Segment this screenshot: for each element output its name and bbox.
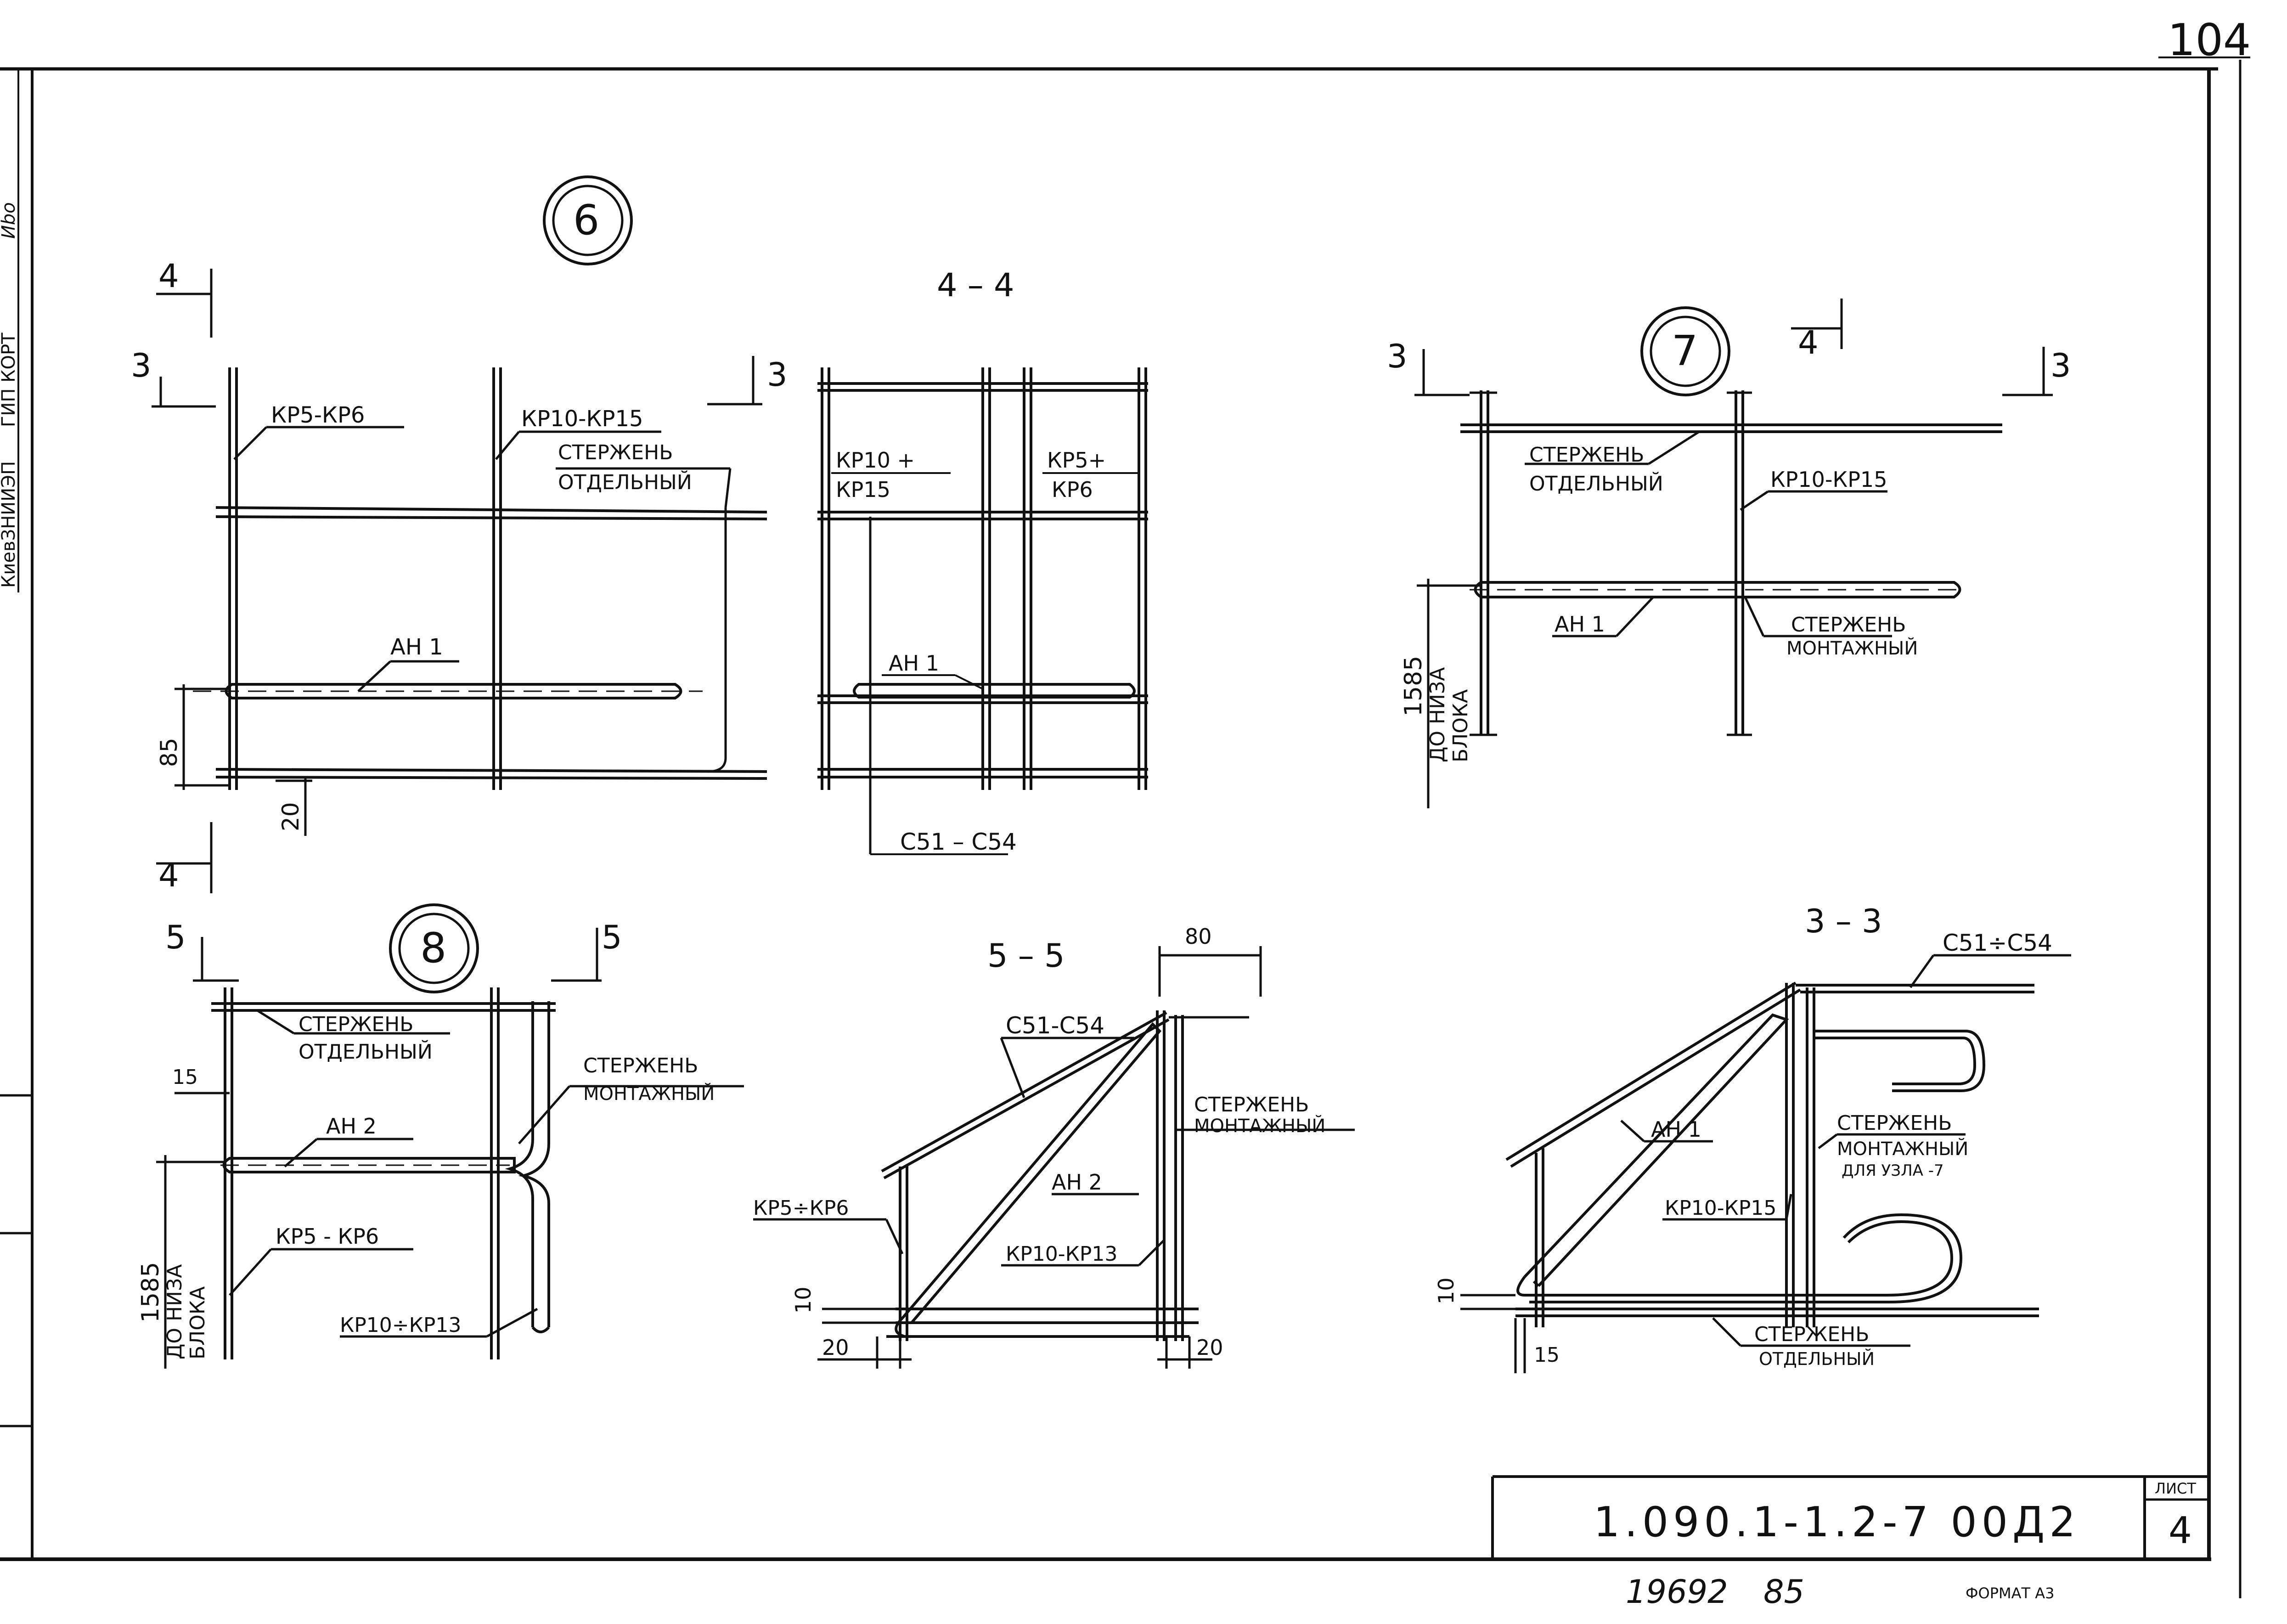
side-stamp-institute: КиевЗНИИЭП — [0, 461, 19, 588]
node-6-cut-3-right: 3 — [767, 356, 788, 394]
section-4-4-kr5: КР5+ — [1047, 448, 1106, 473]
title-block — [1491, 1475, 2209, 1559]
side-stamp-chief: ГИП КОРТ — [0, 333, 19, 427]
section-3-3-dim-10: 10 — [1434, 1277, 1459, 1304]
node-7-an: АН 1 — [1555, 612, 1605, 637]
side-signature: Иbo — [0, 202, 19, 239]
node-8-dim-1585: 1585 — [137, 1262, 164, 1323]
node-6-rod-line2: ОТДЕЛЬНЫЙ — [558, 470, 692, 494]
sheet-number: 4 — [2169, 1509, 2192, 1552]
section-5-5-mont-line1: СТЕРЖЕНЬ — [1194, 1093, 1309, 1116]
node-7-mont-line2: МОНТАЖНЫЙ — [1786, 637, 1918, 659]
node-8-label: 8 — [420, 924, 446, 972]
section-4-4-kr15: КР15 — [836, 477, 890, 502]
section-5-5-dim-20b: 20 — [1196, 1335, 1223, 1360]
section-3-3-mont-line1: СТЕРЖЕНЬ — [1837, 1111, 1952, 1135]
section-4-4-an: АН 1 — [889, 651, 939, 676]
section-3-3-title: 3 – 3 — [1805, 902, 1882, 940]
node-8-mont-line1: СТЕРЖЕНЬ — [583, 1054, 698, 1077]
node-6-dim-85: 85 — [156, 738, 182, 767]
node-7-to-bottom-2: БЛОКА — [1449, 689, 1472, 762]
designation: 1.090.1-1.2-7 00Д2 — [1594, 1498, 2080, 1546]
node-6-cut-4-top: 4 — [158, 257, 179, 295]
node-7-rod-line2: ОТДЕЛЬНЫЙ — [1529, 471, 1663, 496]
node-8-rod-line2: ОТДЕЛЬНЫЙ — [299, 1039, 433, 1064]
node-7-rod-line1: СТЕРЖЕНЬ — [1529, 443, 1644, 467]
node-6-rod-line1: СТЕРЖЕНЬ — [558, 441, 673, 464]
section-5-5-kr10: КР10-КР13 — [1006, 1242, 1117, 1266]
section-4-4-c51: С51 – С54 — [900, 829, 1017, 855]
node-6-cut-3-left: 3 — [131, 347, 152, 384]
node-8-mont-line2: МОНТАЖНЫЙ — [583, 1083, 715, 1105]
node-8-to-bottom-2: БЛОКА — [186, 1286, 209, 1359]
node-6-kr-right: КР10-КР15 — [521, 406, 643, 432]
node-7-cut-3-left: 3 — [1387, 338, 1408, 375]
section-3-3-mont-line3: ДЛЯ УЗЛА -7 — [1842, 1162, 1944, 1180]
node-7-label: 7 — [1672, 327, 1698, 375]
node-6-cut-4-bottom: 4 — [158, 857, 179, 894]
section-5-5-mont-line2: МОНТАЖНЫЙ — [1194, 1115, 1325, 1137]
section-5-5: 5 – 5 — [753, 924, 1355, 1369]
page-number: 104 — [2168, 15, 2251, 66]
section-3-3-rod-line1: СТЕРЖЕНЬ — [1754, 1323, 1869, 1346]
node-8-an: АН 2 — [326, 1114, 377, 1139]
node-8-kr5: КР5 - КР6 — [276, 1224, 379, 1249]
section-5-5-kr5: КР5÷КР6 — [753, 1196, 849, 1220]
node-6-an: АН 1 — [390, 634, 443, 660]
section-4-4: 4 – 4 КР10 + КР15 — [817, 266, 1148, 855]
node-8-dim-15: 15 — [172, 1066, 198, 1089]
node-8-cut-5-right: 5 — [602, 919, 622, 956]
node-8-cut-5-left: 5 — [165, 919, 186, 956]
inventory-year: 85 — [1763, 1573, 1804, 1611]
inventory-number: 19692 — [1626, 1573, 1728, 1611]
section-5-5-dim-80: 80 — [1185, 924, 1212, 949]
sheet-label: ЛИСТ — [2155, 1480, 2196, 1497]
section-5-5-c51: С51-С54 — [1006, 1012, 1104, 1039]
section-3-3-rod-line2: ОТДЕЛЬНЫЙ — [1759, 1349, 1875, 1369]
node-6: 6 — [131, 175, 788, 894]
section-5-5-dim-10: 10 — [791, 1286, 816, 1314]
node-7-mont-line1: СТЕРЖЕНЬ — [1791, 613, 1906, 637]
format-label: ФОРМАТ А3 — [1966, 1585, 2055, 1602]
node-7-kr: КР10-КР15 — [1770, 467, 1887, 492]
node-7-cut-4: 4 — [1798, 324, 1819, 361]
node-8-rod-line1: СТЕРЖЕНЬ — [299, 1013, 413, 1036]
node-8-to-bottom-1: ДО НИЗА — [163, 1264, 186, 1359]
section-3-3: 3 – 3 — [1434, 902, 2071, 1373]
node-6-label: 6 — [573, 196, 599, 244]
section-4-4-title: 4 – 4 — [937, 266, 1014, 304]
section-3-3-kr10: КР10-КР15 — [1665, 1196, 1776, 1220]
section-3-3-c51: С51÷С54 — [1943, 930, 2052, 956]
node-7: 7 — [1387, 299, 2071, 808]
section-5-5-title: 5 – 5 — [987, 937, 1065, 975]
sheet-frame — [0, 56, 2250, 1598]
node-8: 8 — [137, 903, 744, 1369]
node-7-dim-1585: 1585 — [1400, 656, 1427, 716]
node-6-dim-20: 20 — [277, 802, 304, 831]
node-8-kr10: КР10÷КР13 — [340, 1314, 461, 1337]
section-3-3-dim-15: 15 — [1534, 1343, 1560, 1367]
node-6-kr-left: КР5-КР6 — [271, 402, 365, 428]
node-7-to-bottom-1: ДО НИЗА — [1426, 667, 1449, 762]
section-4-4-kr6: КР6 — [1052, 477, 1093, 502]
section-3-3-an: АН 1 — [1651, 1117, 1701, 1142]
section-5-5-an: АН 2 — [1052, 1170, 1102, 1195]
section-3-3-mont-line2: МОНТАЖНЫЙ — [1837, 1138, 1968, 1160]
node-7-cut-3-right: 3 — [2050, 347, 2071, 384]
section-5-5-dim-20a: 20 — [822, 1335, 849, 1360]
section-4-4-kr10: КР10 + — [836, 448, 915, 473]
